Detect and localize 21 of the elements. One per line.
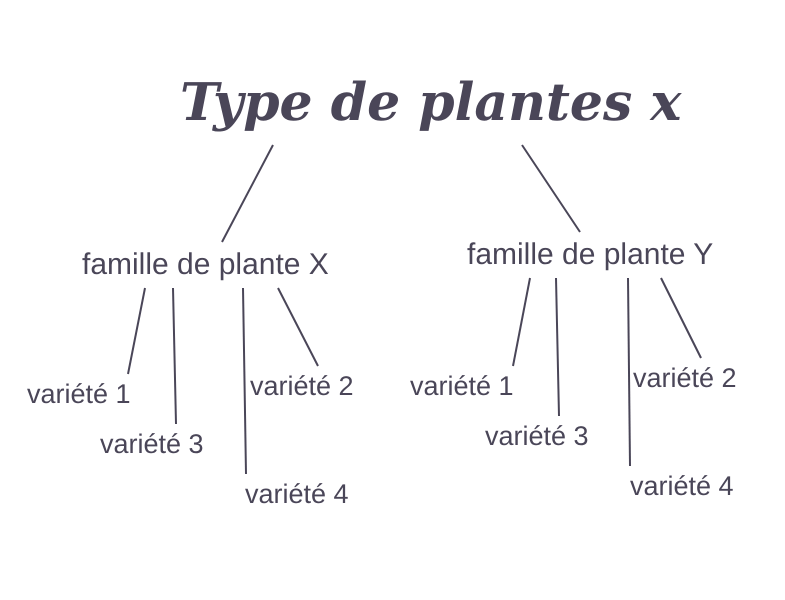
connector-line	[221, 144, 274, 242]
connector-line	[627, 278, 631, 466]
connector-line	[660, 278, 702, 358]
connector-line	[277, 288, 319, 366]
variety-label: variété 4	[630, 466, 734, 506]
variety-label: variété 2	[250, 366, 354, 406]
variety-label: variété 4	[245, 474, 349, 514]
variety-label: variété 1	[410, 366, 514, 406]
connector-line	[521, 144, 581, 233]
variety-label: variété 3	[100, 424, 204, 464]
connector-line	[242, 288, 247, 474]
family-label: famille de plante Y	[467, 232, 714, 278]
connector-line	[172, 288, 177, 424]
family-label: famille de plante X	[82, 242, 329, 288]
title-text: Type de plantes x	[180, 60, 682, 145]
connector-line	[512, 278, 531, 366]
variety-label: variété 3	[485, 416, 589, 456]
connector-line	[127, 288, 146, 374]
connector-line	[555, 278, 560, 416]
variety-label: variété 1	[27, 374, 131, 414]
variety-label: variété 2	[633, 358, 737, 398]
